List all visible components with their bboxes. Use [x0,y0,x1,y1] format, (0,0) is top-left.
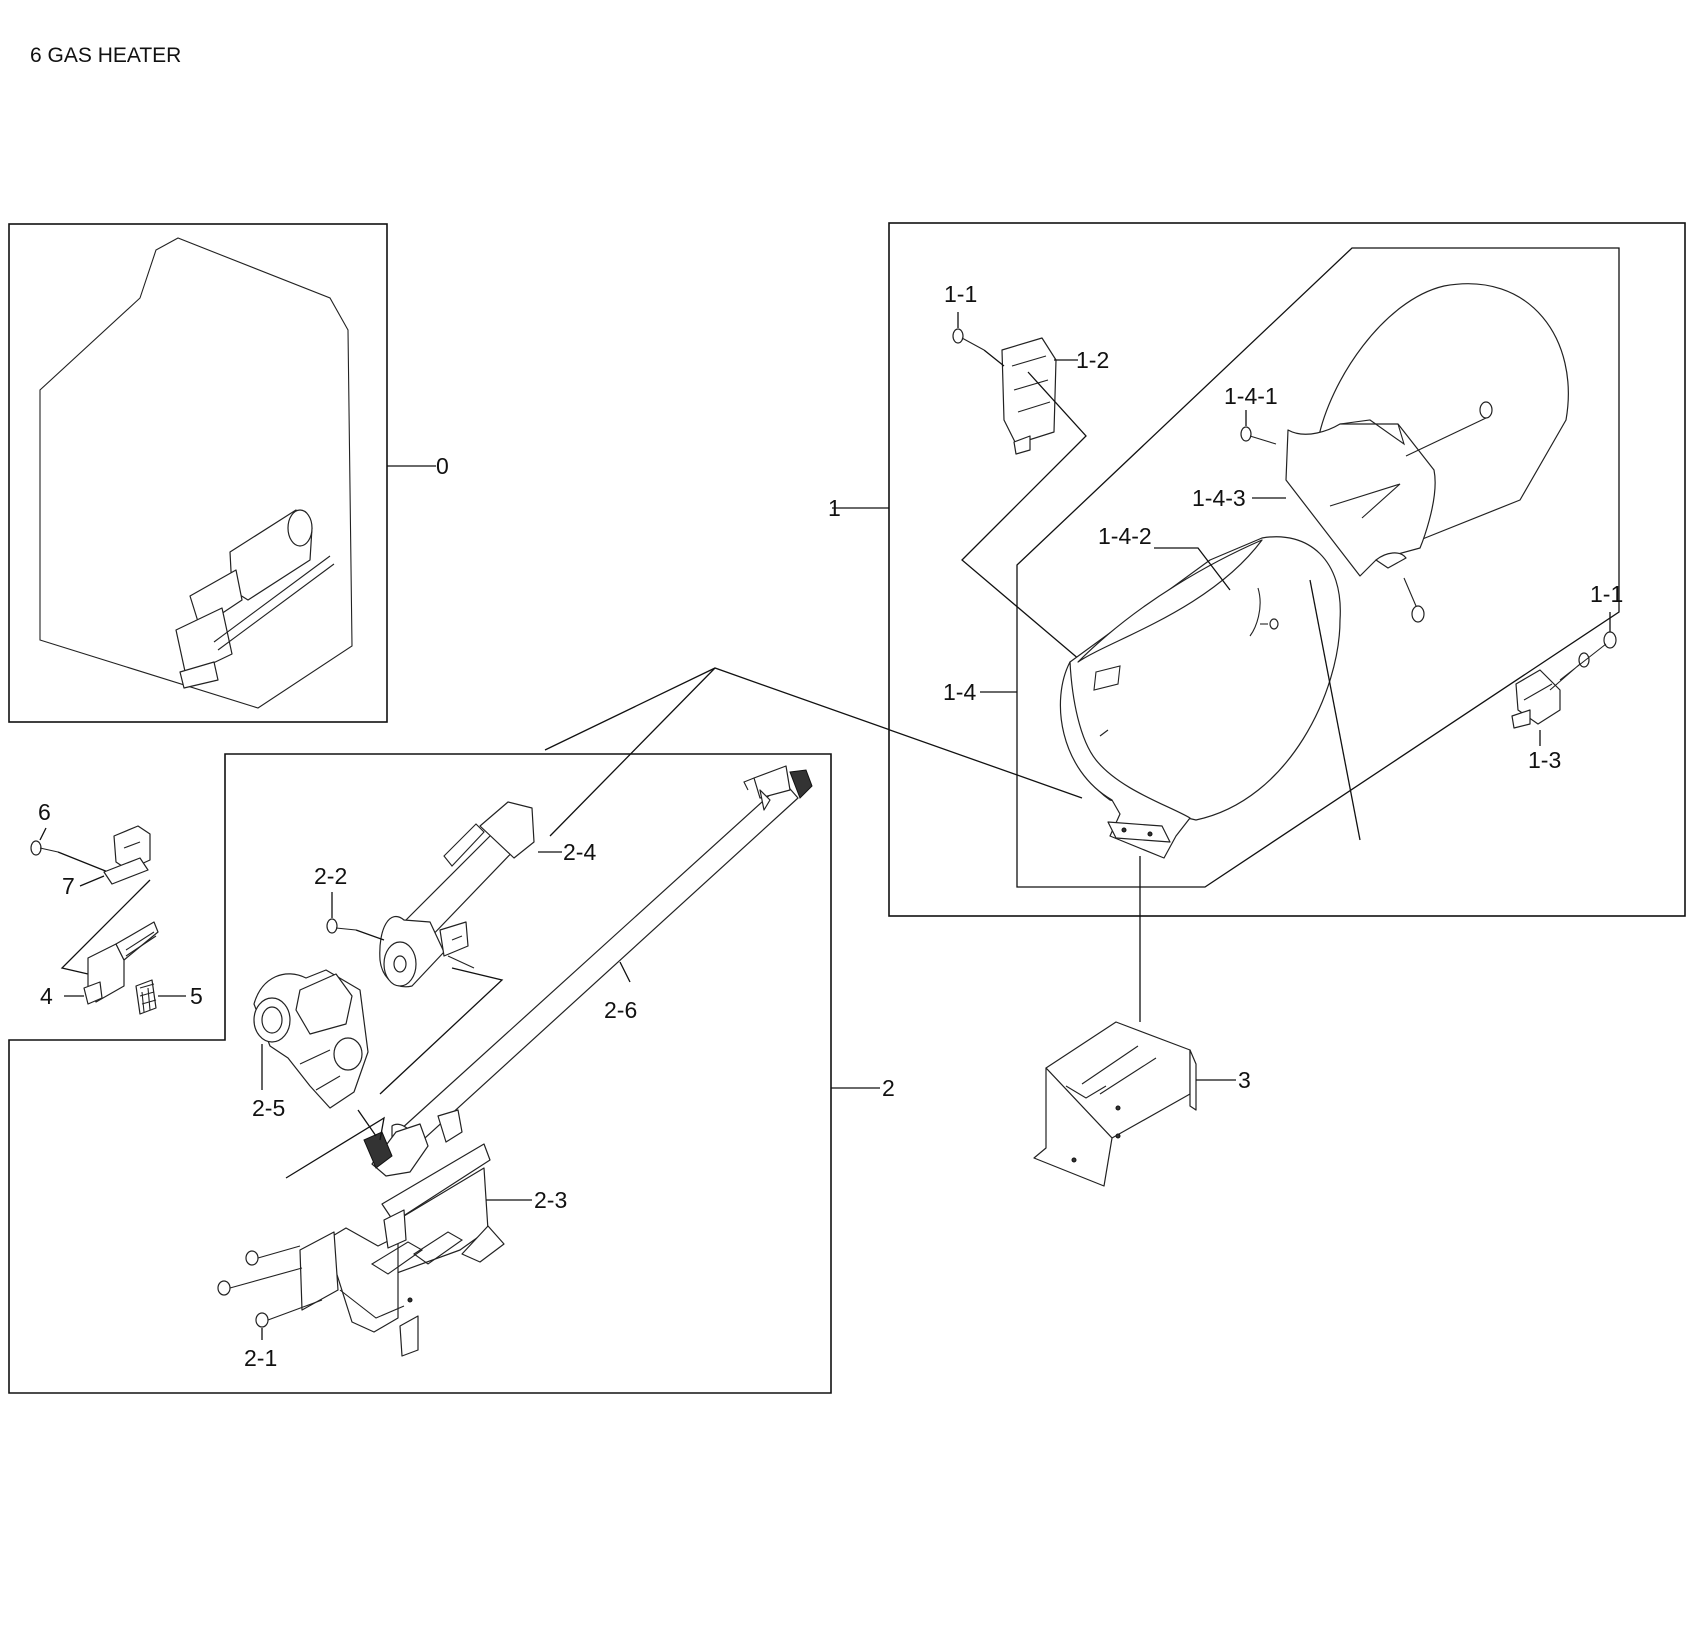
group-3-bracket: 3 [1033,856,1251,1187]
leader-2-to-1-4 [544,667,1083,799]
bracket-1-2 [1001,337,1057,455]
screw-2-2 [326,918,357,934]
screw-1-4-lower [1403,577,1425,623]
screw-1-1-right [1549,631,1617,691]
callout-1-4-3: 1-4-3 [1192,485,1246,511]
diagram-title: 6 GAS HEATER [30,44,181,67]
callout-2-1: 2-1 [244,1345,277,1371]
gas-valve-body-2-5 [253,969,369,1109]
gas-heater-assembly-thumbnail [175,509,335,689]
callout-2-3: 2-3 [534,1187,567,1213]
subgroup-1-4-outline [1016,247,1620,888]
callout-1-4-1: 1-4-1 [1224,383,1278,409]
callout-1-2: 1-2 [1076,347,1109,373]
igniter-4 [83,921,159,1005]
callout-1-1-right: 1-1 [1590,581,1623,607]
callout-1: 1 [828,495,841,521]
group-1-combustion-chamber: 1 1-4 1-2 1-1 1-4-1 [828,222,1686,917]
screw-6 [30,840,59,856]
screen-5 [135,979,157,1015]
callout-2-4: 2-4 [563,839,596,865]
dryer-cabinet-outline [39,237,353,709]
callout-0: 0 [436,453,449,479]
burner-bracket-2-3 [285,1109,505,1357]
callout-2-6: 2-6 [604,997,637,1023]
combustion-cover-1-4-3 [1285,283,1569,577]
callout-1-1-top: 1-1 [944,281,977,307]
callout-2-2: 2-2 [314,863,347,889]
group-2-gas-valve-burner: 2 2-6 2-4 [8,667,895,1394]
group-0-frame [8,223,388,723]
screws-2-1 [217,1245,323,1328]
gas-valve-coil-2-4 [379,801,535,988]
callout-6: 6 [38,799,51,825]
group-1-frame [888,222,1686,917]
callout-5: 5 [190,983,203,1009]
callout-1-4: 1-4 [943,679,976,705]
screw-1-1-top [952,328,985,351]
callout-2: 2 [882,1075,895,1101]
combustion-chamber-1-4-2 [1059,536,1341,859]
callout-1-4-2: 1-4-2 [1098,523,1152,549]
loose-parts-4-7: 6 7 4 5 [30,799,203,1015]
screw-1-4-1 [1240,426,1277,445]
burner-tube-2-6 [391,765,813,1161]
callout-3: 3 [1238,1067,1251,1093]
callout-4: 4 [40,983,53,1009]
callout-2-5: 2-5 [252,1095,285,1121]
group-0-assembly: 0 [8,223,449,723]
callout-7: 7 [62,873,75,899]
burner-elbow-connector [363,1123,429,1177]
clip-7 [103,825,151,885]
thermostat-1-3 [1511,669,1561,729]
group-2-frame [8,753,832,1394]
callout-1-3: 1-3 [1528,747,1561,773]
